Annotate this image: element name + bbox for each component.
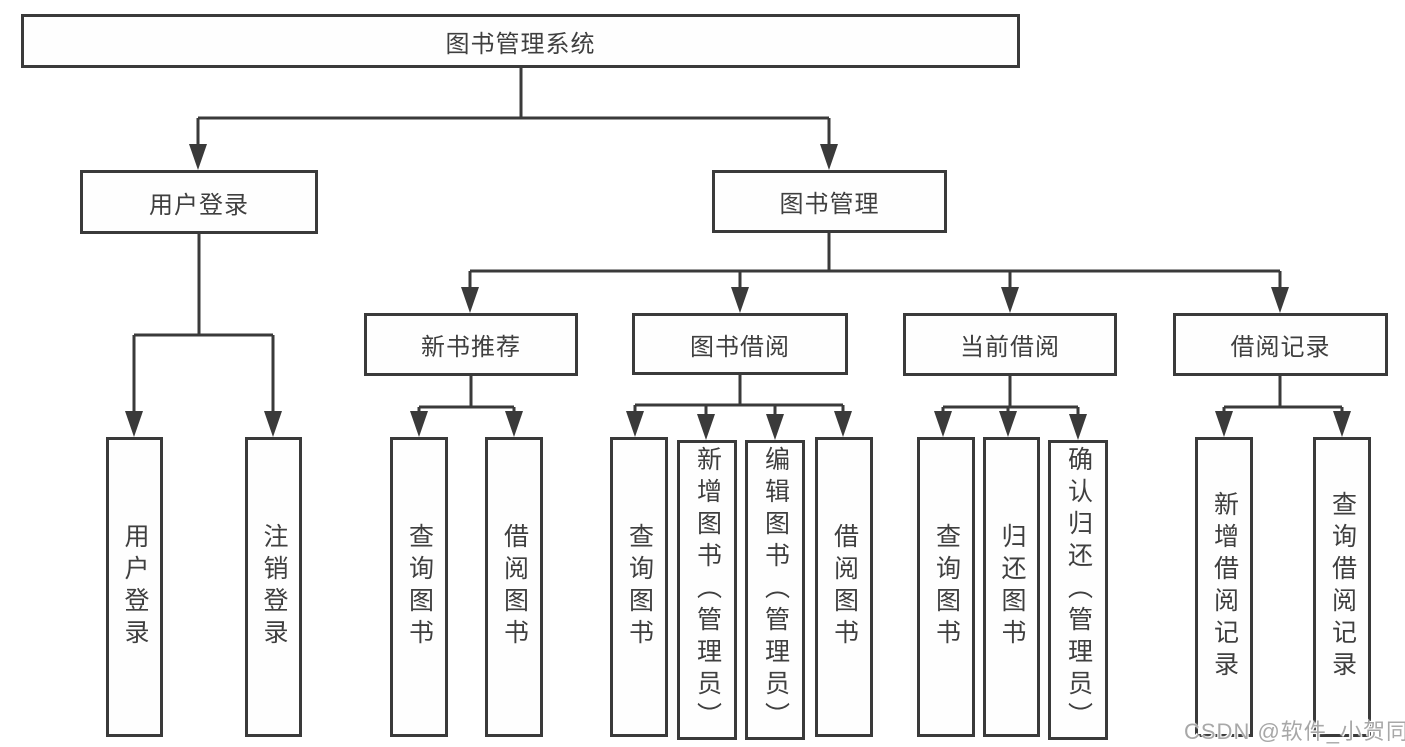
node-current-borrow: 当前借阅 [903,313,1117,376]
leaf-bb-edit-books-admin-label: 编辑图书（管理员） [761,446,790,734]
node-borrow-records-label: 借阅记录 [1230,334,1331,361]
leaf-bb-add-books-admin: 新增图书（管理员） [677,440,737,740]
csdn-watermark: CSDN @软件_小贺同学 [1184,719,1405,744]
node-user-login: 用户登录 [80,170,318,234]
leaf-bb-borrow-books-label: 借阅图书 [830,523,859,651]
node-current-borrow-label: 当前借阅 [960,334,1060,361]
leaf-cb-confirm-return-admin: 确认归还（管理员） [1048,440,1108,740]
leaf-user-login-label: 用户登录 [121,523,149,651]
node-book-borrow-label: 图书借阅 [690,333,790,361]
leaf-br-query-record: 查询借阅记录 [1313,437,1371,737]
leaf-bb-add-books-admin-label: 新增图书（管理员） [693,446,722,734]
node-root: 图书管理系统 [21,14,1020,68]
node-new-book-recommend-label: 新书推荐 [421,334,521,361]
leaf-bb-borrow-books: 借阅图书 [815,437,873,737]
leaf-cb-return-books: 归还图书 [983,437,1040,737]
leaf-rec-query-books: 查询图书 [390,437,448,737]
leaf-cb-query-books-label: 查询图书 [932,523,961,651]
leaf-br-query-record-label: 查询借阅记录 [1328,491,1357,683]
node-book-management: 图书管理 [712,170,947,233]
leaf-br-add-record: 新增借阅记录 [1195,437,1253,737]
node-book-management-label: 图书管理 [779,191,880,218]
node-new-book-recommend: 新书推荐 [364,313,578,376]
leaf-cb-return-books-label: 归还图书 [998,523,1026,651]
leaf-rec-borrow-books: 借阅图书 [485,437,543,737]
leaf-logout: 注销登录 [245,437,302,737]
node-book-borrow: 图书借阅 [632,313,848,375]
leaf-logout-label: 注销登录 [260,523,288,651]
leaf-rec-query-books-label: 查询图书 [405,523,434,651]
leaf-br-add-record-label: 新增借阅记录 [1210,491,1239,683]
leaf-rec-borrow-books-label: 借阅图书 [500,523,529,651]
arrowheads [125,144,1351,440]
node-user-login-label: 用户登录 [149,191,249,219]
leaf-cb-confirm-return-admin-label: 确认归还（管理员） [1064,446,1093,734]
leaf-cb-query-books: 查询图书 [917,437,975,737]
leaf-bb-query-books-label: 查询图书 [625,523,654,651]
node-root-label: 图书管理系统 [445,30,596,58]
leaf-user-login: 用户登录 [106,437,163,737]
node-borrow-records: 借阅记录 [1173,313,1388,376]
leaf-bb-query-books: 查询图书 [610,437,668,737]
leaf-bb-edit-books-admin: 编辑图书（管理员） [745,440,805,740]
